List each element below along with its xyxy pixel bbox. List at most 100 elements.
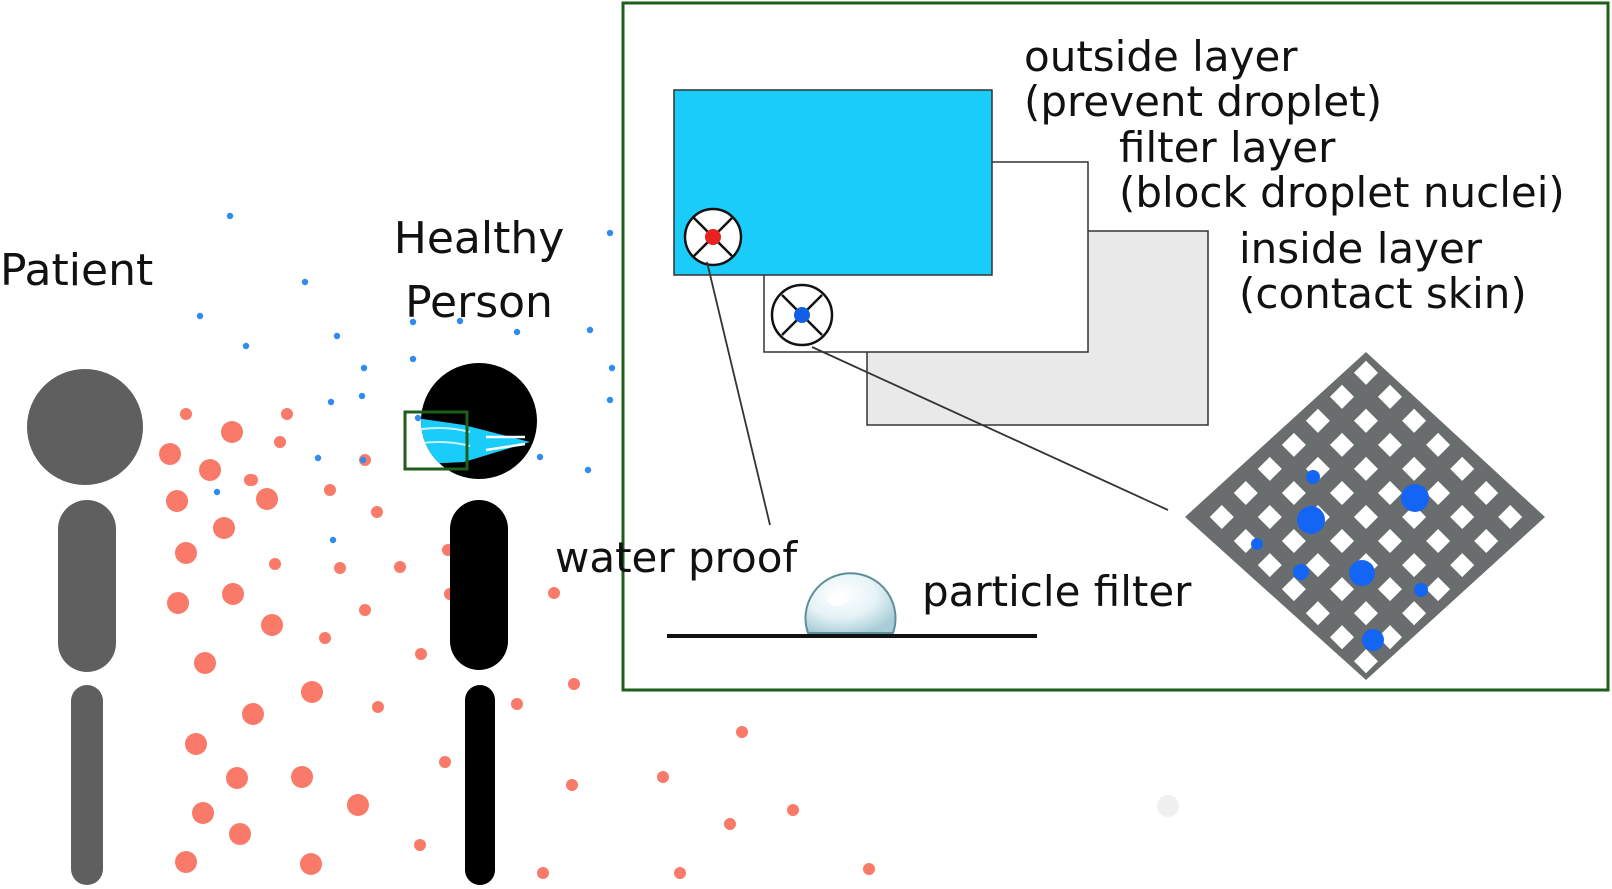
large-droplet xyxy=(274,436,286,448)
large-droplet xyxy=(334,562,346,574)
healthy-person-leg xyxy=(465,685,495,885)
droplet-nucleus xyxy=(359,456,367,464)
large-droplet xyxy=(166,490,188,512)
droplet-nucleus xyxy=(409,355,417,363)
mask-zoom-indicator xyxy=(403,410,469,471)
droplet-nucleus xyxy=(333,332,341,340)
droplet-nucleus xyxy=(586,326,594,334)
leader-line-particle-filter xyxy=(811,346,1169,511)
large-droplet xyxy=(269,558,281,570)
large-droplet xyxy=(199,459,221,481)
healthy-person-label-line1: Healthy xyxy=(394,213,565,264)
large-droplet xyxy=(213,517,235,539)
filter-layer-label-line1: filter layer xyxy=(1119,123,1336,172)
mask-layer-inset: outside layer (prevent droplet) filter l… xyxy=(555,1,1610,692)
outside-layer-marker xyxy=(683,207,743,267)
droplet-nucleus xyxy=(608,364,616,372)
large-droplet xyxy=(359,604,371,616)
patient-head xyxy=(27,369,143,485)
large-droplet xyxy=(185,733,207,755)
patient-label: Patient xyxy=(0,245,153,296)
large-droplet xyxy=(159,443,181,465)
large-droplet xyxy=(319,632,331,644)
large-droplet xyxy=(167,592,189,614)
large-droplet xyxy=(229,823,251,845)
trapped-particle xyxy=(1401,484,1429,512)
large-droplet xyxy=(548,587,560,599)
large-droplet xyxy=(242,703,264,725)
large-droplet xyxy=(281,408,293,420)
droplet-nuclei xyxy=(196,212,616,544)
droplet-nucleus xyxy=(456,317,464,325)
large-droplets xyxy=(159,408,875,879)
large-droplet xyxy=(674,867,686,879)
trapped-particle xyxy=(1297,506,1325,534)
healthy-person-torso xyxy=(450,500,508,670)
large-droplet xyxy=(736,726,748,738)
large-droplet xyxy=(537,867,549,879)
large-droplet xyxy=(291,766,313,788)
droplet-nucleus xyxy=(606,396,614,404)
large-droplet xyxy=(439,756,451,768)
patient-leg xyxy=(71,685,103,885)
outside-layer-label-line2: (prevent droplet) xyxy=(1024,77,1382,126)
trapped-particles xyxy=(1251,470,1429,651)
large-droplet xyxy=(194,652,216,674)
large-droplet xyxy=(300,853,322,875)
inside-layer-label-line2: (contact skin) xyxy=(1239,269,1527,318)
large-droplet xyxy=(226,767,248,789)
large-droplet xyxy=(511,698,523,710)
outside-layer-label-line1: outside layer xyxy=(1024,32,1298,81)
droplet-nucleus xyxy=(327,398,335,406)
large-droplet xyxy=(301,681,323,703)
large-droplet xyxy=(175,851,197,873)
large-droplet xyxy=(180,408,192,420)
trapped-particle xyxy=(1414,583,1428,597)
large-droplet xyxy=(568,678,580,690)
droplet-nucleus xyxy=(314,454,322,462)
filter-layer-label-line2: (block droplet nuclei) xyxy=(1119,168,1565,217)
water-droplet xyxy=(804,572,897,634)
patient-torso xyxy=(58,500,116,672)
droplet-nucleus xyxy=(226,212,234,220)
large-droplet xyxy=(324,484,336,496)
large-droplet xyxy=(246,474,258,486)
filter-layer-marker xyxy=(770,283,834,347)
droplet-nucleus xyxy=(606,229,614,237)
droplet-nucleus xyxy=(242,342,250,350)
large-droplet xyxy=(221,421,243,443)
large-droplet xyxy=(192,802,214,824)
large-droplet xyxy=(724,818,736,830)
healthy-person-figure xyxy=(403,363,537,885)
trapped-particle xyxy=(1349,560,1375,586)
droplet-nucleus xyxy=(213,488,221,496)
water-proof-label: water proof xyxy=(555,533,798,582)
droplet-nucleus xyxy=(360,364,368,372)
large-droplet xyxy=(256,488,278,510)
large-droplet xyxy=(175,542,197,564)
trapped-particle xyxy=(1251,538,1263,550)
large-droplet xyxy=(371,506,383,518)
large-droplet xyxy=(372,701,384,713)
large-droplet xyxy=(566,779,578,791)
droplet-nucleus xyxy=(536,453,544,461)
droplet-nucleus xyxy=(584,466,592,474)
droplet-nucleus xyxy=(358,392,366,400)
large-droplet xyxy=(863,863,875,875)
trapped-particle xyxy=(1293,564,1309,580)
leader-line-water-proof xyxy=(706,261,771,526)
large-droplet xyxy=(414,839,426,851)
droplet-nucleus xyxy=(513,328,521,336)
large-droplet xyxy=(415,648,427,660)
faint-dot xyxy=(1157,795,1179,817)
patient-figure xyxy=(27,369,143,885)
healthy-person-label-line2: Person xyxy=(405,277,553,328)
droplet-nucleus xyxy=(301,278,309,286)
trapped-particle xyxy=(1306,470,1320,484)
large-droplet xyxy=(261,614,283,636)
droplet-nucleus xyxy=(414,414,422,422)
droplet-nucleus xyxy=(196,312,204,320)
large-droplet xyxy=(222,583,244,605)
large-droplet xyxy=(657,771,669,783)
droplet-nucleus xyxy=(329,536,337,544)
